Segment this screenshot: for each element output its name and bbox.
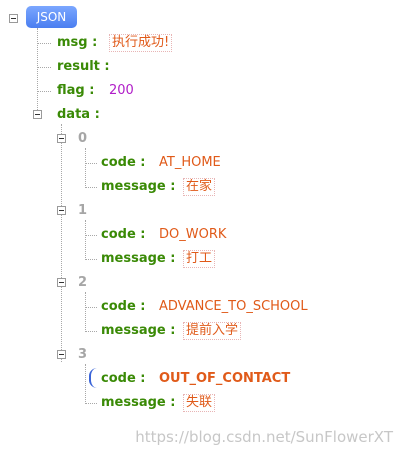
code-key: code :	[101, 299, 146, 314]
message-value: 失联	[183, 394, 216, 412]
code-value[interactable]: OUT_OF_CONTACT	[159, 371, 291, 386]
array-index-0: 0	[78, 131, 88, 146]
collapse-toggle-item-2[interactable]	[57, 278, 66, 287]
collapse-toggle-item-0[interactable]	[57, 134, 66, 143]
code-value: DO_WORK	[159, 227, 227, 242]
code-key: code :	[101, 227, 146, 242]
collapse-toggle-root[interactable]	[9, 14, 18, 23]
tree-guide	[85, 403, 97, 404]
tree-guide	[85, 364, 86, 402]
tree-guide	[37, 91, 51, 92]
tree-guide	[85, 220, 86, 258]
tree-guide	[37, 67, 51, 68]
message-key: message :	[101, 251, 176, 266]
collapse-toggle-item-3[interactable]	[57, 350, 66, 359]
tree-guide	[85, 235, 97, 236]
message-value: 在家	[183, 178, 216, 196]
code-value: AT_HOME	[159, 155, 221, 170]
message-key: message :	[101, 395, 176, 410]
flag-value: 200	[109, 83, 134, 98]
tree-guide	[61, 124, 62, 362]
watermark: https://blog.csdn.net/SunFlowerXT	[135, 428, 393, 446]
collapse-toggle-data[interactable]	[33, 110, 42, 119]
tree-guide	[85, 331, 97, 332]
tree-guide	[37, 28, 38, 114]
array-index-1: 1	[78, 203, 88, 218]
result-key: result :	[57, 59, 110, 74]
hover-bracket-icon	[89, 368, 97, 388]
data-key: data :	[57, 107, 100, 122]
root-json-badge[interactable]: JSON	[26, 6, 77, 28]
collapse-toggle-item-1[interactable]	[57, 206, 66, 215]
flag-key: flag :	[57, 83, 95, 98]
tree-guide	[85, 187, 97, 188]
code-key: code :	[101, 371, 146, 386]
message-key: message :	[101, 179, 176, 194]
message-key: message :	[101, 323, 176, 338]
msg-value: 执行成功!	[109, 34, 173, 52]
array-index-3: 3	[78, 347, 88, 362]
message-value: 打工	[183, 250, 216, 268]
tree-guide	[85, 148, 86, 186]
tree-guide	[85, 259, 97, 260]
msg-key: msg :	[57, 35, 98, 50]
tree-guide	[85, 163, 97, 164]
tree-guide	[85, 307, 97, 308]
code-value: ADVANCE_TO_SCHOOL	[159, 299, 308, 314]
tree-guide	[37, 43, 51, 44]
tree-guide	[85, 292, 86, 330]
code-key: code :	[101, 155, 146, 170]
message-value: 提前入学	[183, 322, 242, 340]
array-index-2: 2	[78, 275, 88, 290]
